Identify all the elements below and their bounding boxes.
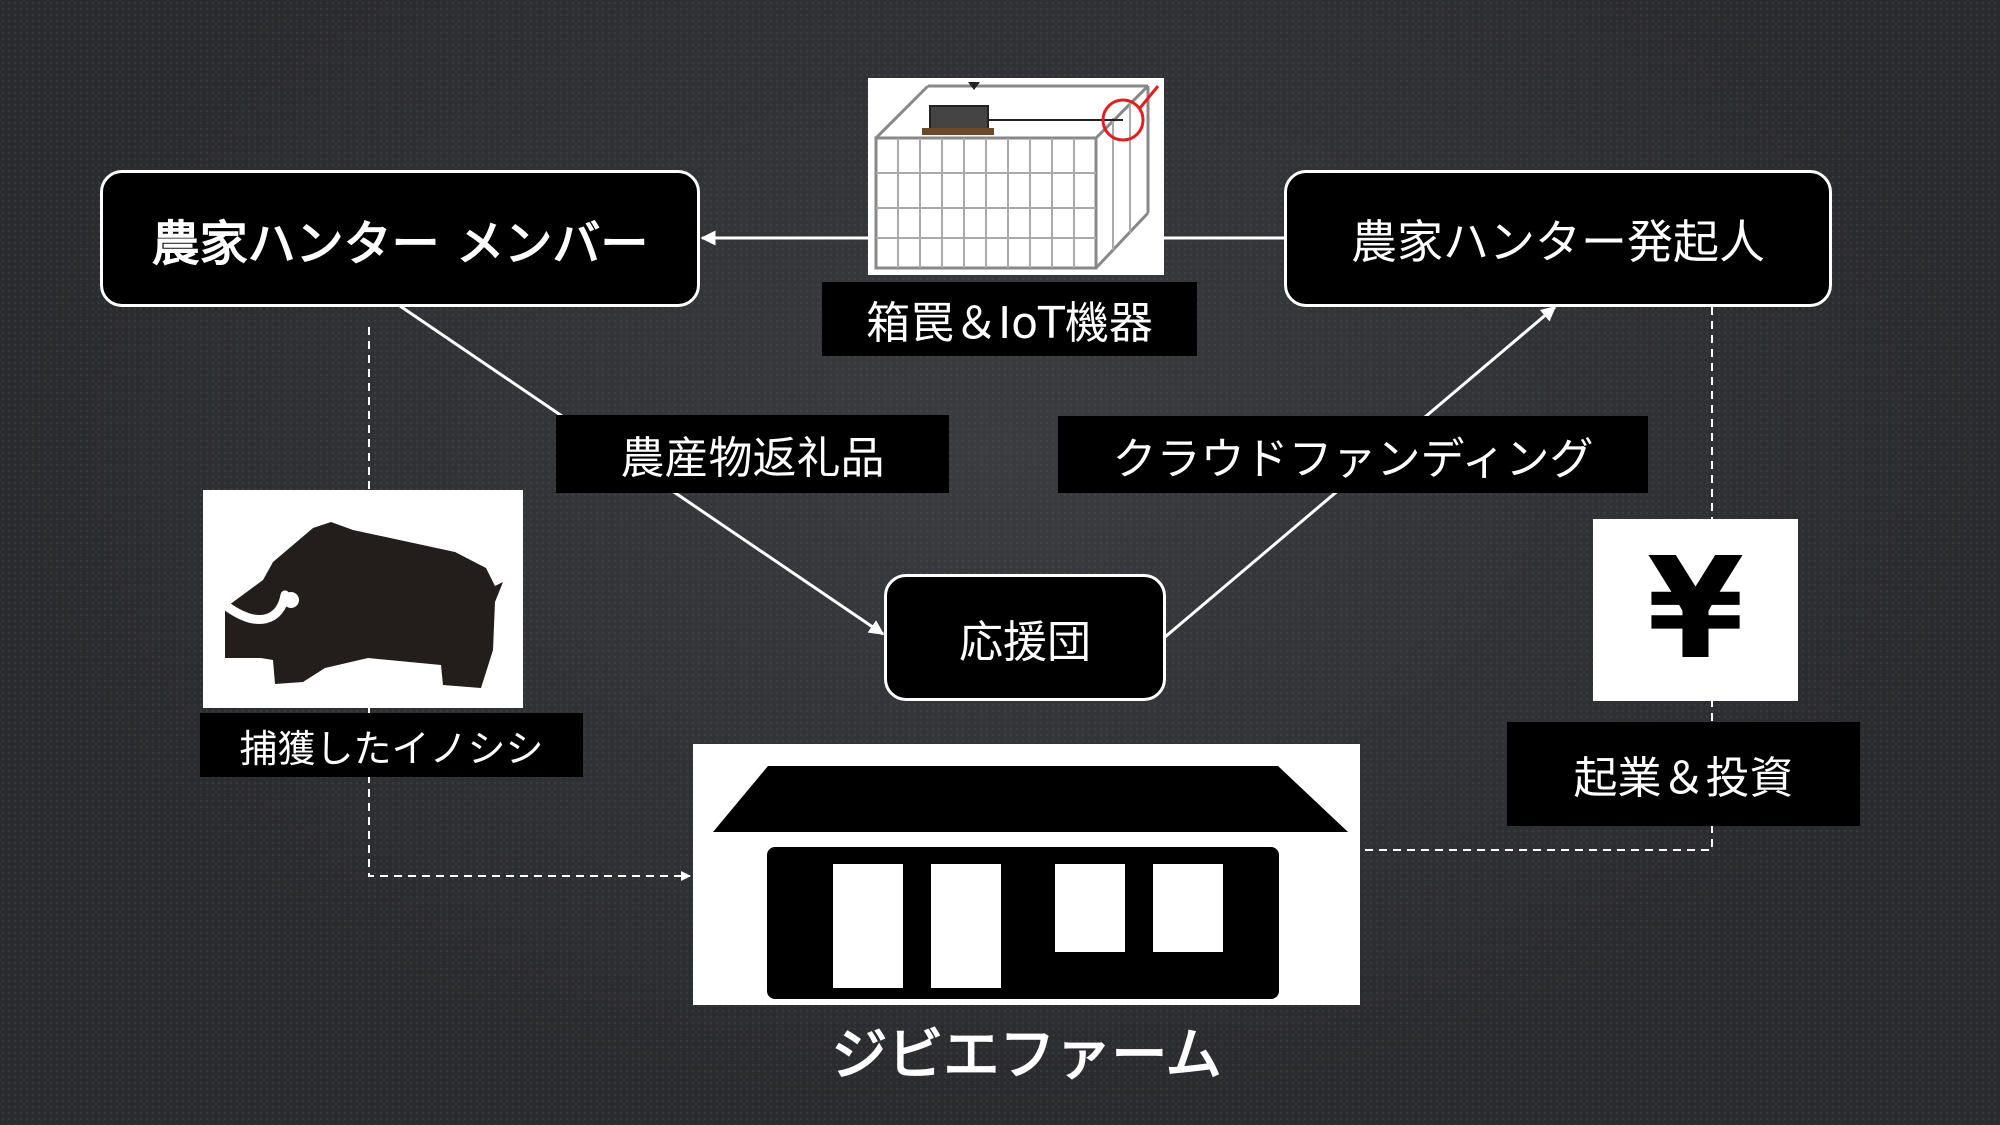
label-trap-iot-text: 箱罠＆IoT機器 (866, 298, 1153, 349)
yen-icon: ¥ (1646, 528, 1745, 691)
label-crowdfunding-text: クラウドファンディング (1112, 433, 1594, 485)
yen-image: ¥ (1593, 519, 1798, 701)
iot-sensor-box (929, 105, 989, 131)
label-captured-boar-text: 捕獲したイノシシ (239, 726, 544, 771)
farm-roof-icon (713, 766, 1348, 832)
label-crowdfunding: クラウドファンディング (1058, 416, 1648, 493)
gibier-farm-image (693, 744, 1360, 1005)
node-farmer-hunter-founder: 農家ハンター発起人 (1284, 170, 1832, 307)
label-startup-investment: 起業＆投資 (1507, 722, 1860, 826)
label-produce-gift-text: 農産物返礼品 (620, 433, 885, 484)
boar-icon (225, 522, 503, 688)
node-farmer-hunter-founder-label: 農家ハンター発起人 (1351, 214, 1765, 269)
node-supporters-label: 応援団 (959, 616, 1091, 668)
label-trap-iot: 箱罠＆IoT機器 (822, 282, 1197, 356)
node-farmer-hunter-member: 農家ハンター メンバー (100, 170, 700, 307)
label-captured-boar: 捕獲したイノシシ (200, 713, 583, 777)
label-produce-gift: 農産物返礼品 (556, 415, 949, 493)
boar-image (203, 490, 523, 708)
node-farmer-hunter-member-label: 農家ハンター メンバー (151, 215, 649, 272)
node-supporters: 応援団 (884, 574, 1166, 701)
label-startup-investment-text: 起業＆投資 (1573, 753, 1794, 804)
farm-caption-text: ジビエファーム (831, 1023, 1222, 1088)
trap-trigger-marker (1101, 98, 1145, 142)
farm-caption: ジビエファーム (693, 1010, 1360, 1091)
trap-cage-image (868, 78, 1164, 275)
dashed-founder-to-farm (1360, 307, 1713, 851)
